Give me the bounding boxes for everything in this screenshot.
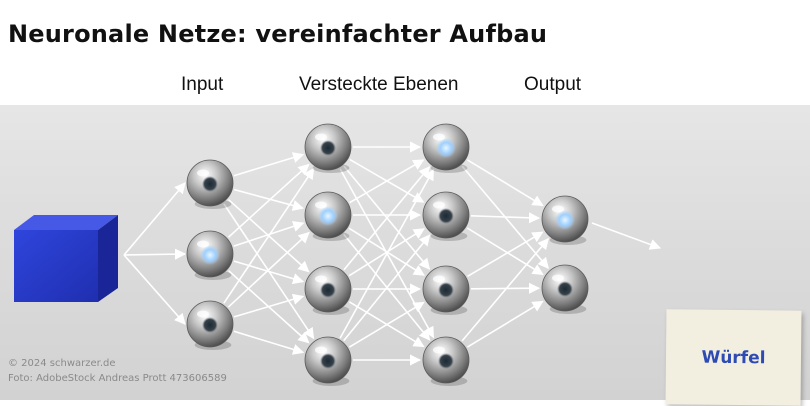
arrow-icon — [349, 301, 425, 348]
output-layer-label: Output — [524, 74, 582, 95]
arrow-icon — [461, 238, 549, 342]
result-label: Würfel — [701, 347, 766, 368]
sticky-note-icon: Würfel — [665, 309, 802, 406]
arrow-icon — [470, 212, 541, 224]
credit-copyright: © 2024 schwarzer.de — [8, 358, 116, 369]
input-layer-label: Input — [181, 74, 224, 95]
neuron-icon — [541, 195, 589, 245]
arrow-icon — [227, 231, 310, 308]
arrow-icon — [223, 167, 315, 304]
arrow-icon — [339, 168, 435, 339]
arrow-icon — [466, 227, 544, 276]
arrow-icon — [591, 222, 662, 250]
hidden-layers-label: Versteckte Ebenen — [299, 74, 459, 95]
arrow-icon — [466, 300, 544, 348]
neuron-icon — [186, 159, 234, 209]
neuron-icon — [304, 191, 352, 241]
neuron-icon — [422, 123, 470, 173]
page-title: Neuronale Netze: vereinfachter Aufbau — [8, 20, 548, 48]
arrow-icon — [343, 166, 431, 271]
neuron-icon — [186, 300, 234, 350]
arrow-icon — [233, 260, 305, 285]
arrow-icon — [123, 182, 186, 256]
neuron-icon — [304, 336, 352, 386]
arrow-icon — [233, 188, 304, 211]
arrow-icon — [233, 221, 305, 247]
neuron-icon — [304, 123, 352, 173]
arrow-icon — [123, 254, 186, 325]
arrow-icon — [349, 159, 425, 204]
arrow-icon — [227, 163, 310, 238]
neuron-icon — [541, 264, 589, 314]
neuron-icon — [422, 191, 470, 241]
neuron-icon — [422, 336, 470, 386]
cube-icon — [14, 215, 118, 302]
neuron-icon — [186, 230, 234, 280]
arrow-icon — [466, 159, 544, 207]
diagram-image: Würfel — [0, 105, 810, 406]
credit-photo: Foto: AdobeStock Andreas Prott 473606589 — [8, 373, 227, 384]
arrow-icon — [348, 228, 425, 277]
connection-arrows — [123, 141, 662, 366]
arrow-icon — [343, 234, 431, 342]
neuron-icon — [304, 265, 352, 315]
arrow-icon — [233, 152, 305, 177]
arrow-icon — [233, 293, 305, 318]
neuron-layers — [186, 123, 589, 386]
neuron-icon — [422, 265, 470, 315]
arrow-icon — [467, 231, 544, 278]
arrow-icon — [470, 282, 541, 294]
network-diagram — [14, 123, 662, 386]
arrow-icon — [233, 330, 305, 355]
arrow-icon — [123, 248, 187, 260]
